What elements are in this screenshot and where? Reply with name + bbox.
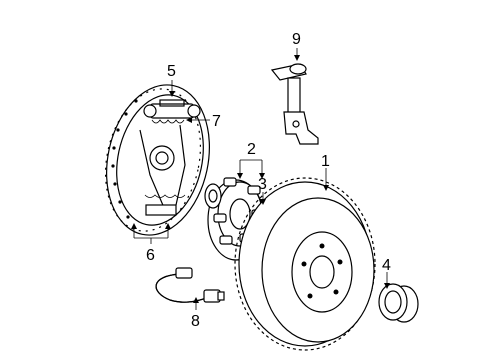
callout-1: 1 [321, 153, 330, 170]
callout-6: 6 [146, 247, 155, 264]
callout-2: 2 [247, 141, 256, 158]
wheel-speed-sensor [270, 63, 319, 145]
shoe-rivets [111, 99, 138, 219]
brake-drum [234, 177, 376, 351]
leader-lines [131, 48, 390, 310]
callout-3: 3 [258, 176, 267, 193]
dust-cap [378, 283, 419, 323]
callout-9: 9 [292, 31, 301, 48]
callout-7: 7 [212, 113, 221, 130]
callout-4: 4 [382, 257, 391, 274]
brake-shoe-assembly [104, 84, 210, 236]
callout-5: 5 [167, 63, 176, 80]
brake-hose [155, 267, 225, 303]
callout-8: 8 [191, 313, 200, 330]
drum-lug-holes [301, 243, 343, 299]
